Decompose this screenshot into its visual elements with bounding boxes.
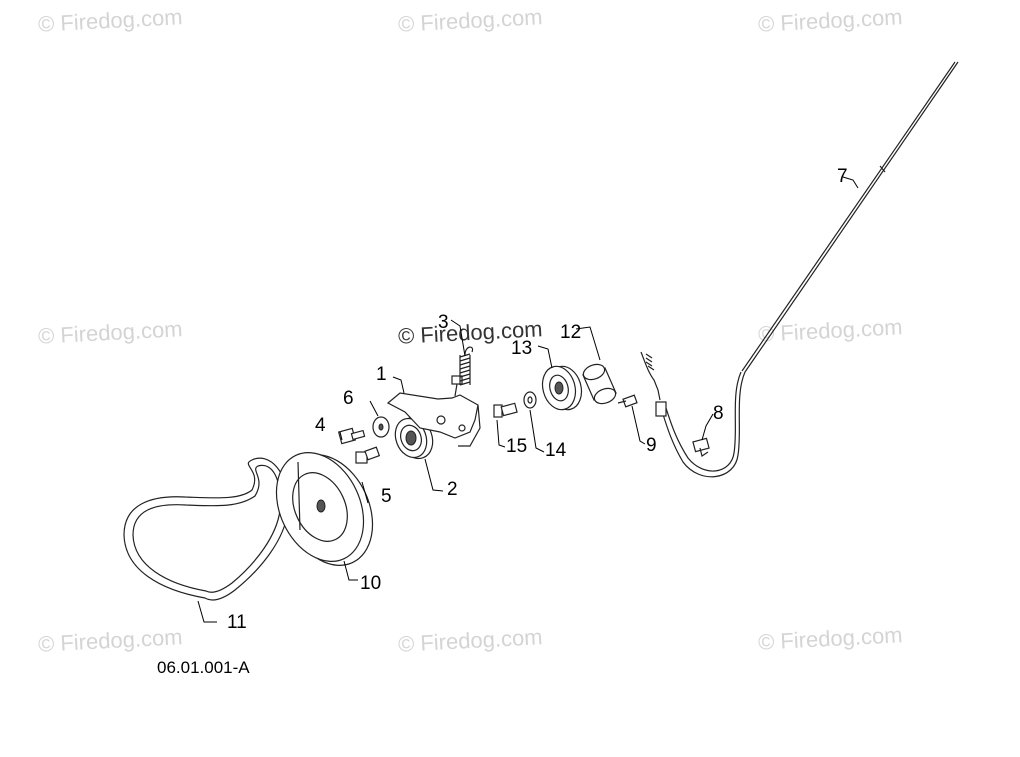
flat-idler-pulley [541,365,583,411]
large-pulley [275,452,374,566]
leader-lines [197,176,859,623]
callout-2: 2 [447,479,458,500]
leader-11 [197,600,217,623]
leader-15 [496,419,506,448]
idler-bracket [386,375,481,447]
callout-7: 7 [837,166,848,187]
leader-1 [392,376,405,394]
leader-2 [424,458,444,492]
flat-washer [523,391,537,409]
leader-12 [575,326,601,361]
callout-8: 8 [713,403,724,424]
leader-6 [369,400,379,417]
callout-12: 12 [560,322,582,343]
callout-14: 14 [545,440,567,461]
cable-clip [692,437,710,457]
leader-5 [361,481,369,504]
spacer [582,363,617,405]
callout-10: 10 [360,573,382,594]
leader-9 [631,405,646,445]
control-cable [655,61,959,478]
leader-13 [537,345,553,369]
callout-4: 4 [315,415,326,436]
leader-10 [343,560,358,581]
leader-7 [842,176,859,189]
drive-belt [123,457,289,601]
callout-13: 13 [511,338,533,359]
spring [459,346,474,386]
cable-end-bolt [617,351,661,408]
callout-3: 3 [438,312,449,333]
callout-9: 9 [646,435,657,456]
leader-8 [701,413,714,441]
leader-4 [339,431,343,441]
callout-1: 1 [376,364,387,385]
callout-15: 15 [506,436,528,457]
shoulder-bolt [355,446,381,464]
washer [372,416,390,438]
leader-14 [529,409,545,453]
figure-code: 06.01.001-A [157,658,250,677]
carriage-bolt [493,402,518,418]
callout-11: 11 [227,612,247,633]
bolt [337,427,366,445]
callout-5: 5 [381,486,392,507]
idler-pulley [394,416,434,460]
callout-6: 6 [343,388,354,409]
leader-3 [450,319,466,357]
